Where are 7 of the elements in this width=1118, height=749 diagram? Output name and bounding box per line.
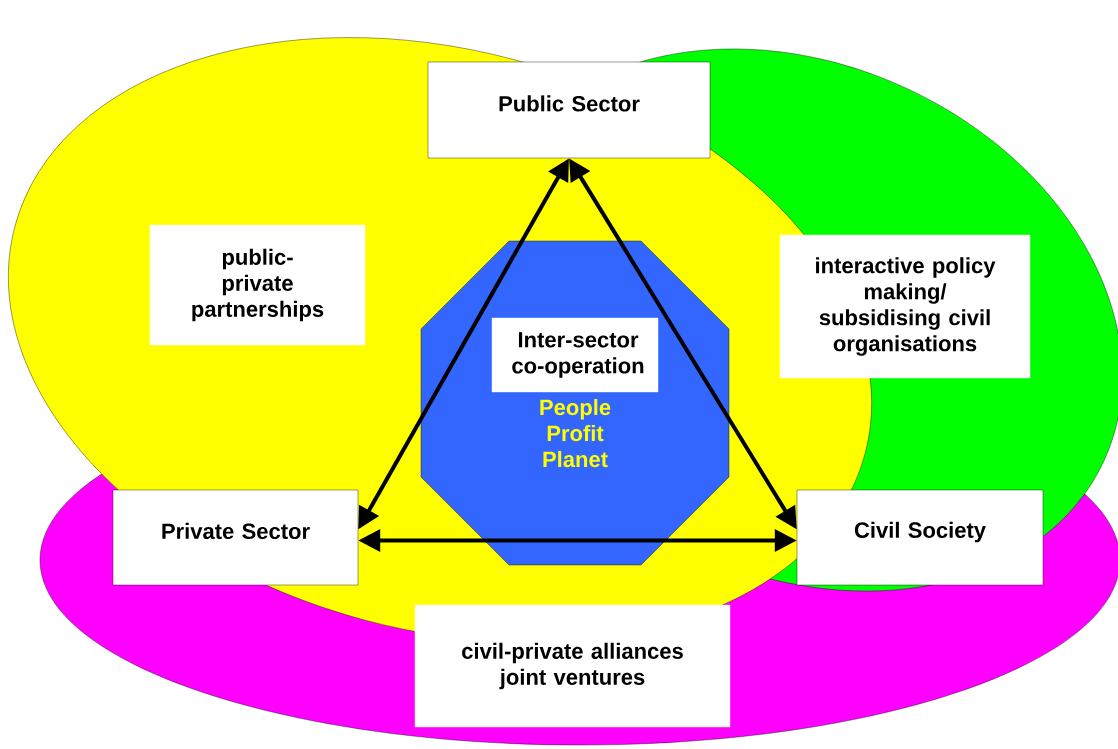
sector-box: Private Sector [112, 489, 359, 586]
text-box: Inter-sector co-operation [491, 317, 659, 393]
text-box: interactive policy making/ subsidising civil organisations [779, 234, 1031, 379]
text-box: civil-private alliances joint ventures [414, 604, 731, 728]
text-box: public-private partnerships [149, 224, 366, 346]
sector-box: Public Sector [427, 61, 711, 159]
sector-box: Civil Society [796, 489, 1044, 586]
